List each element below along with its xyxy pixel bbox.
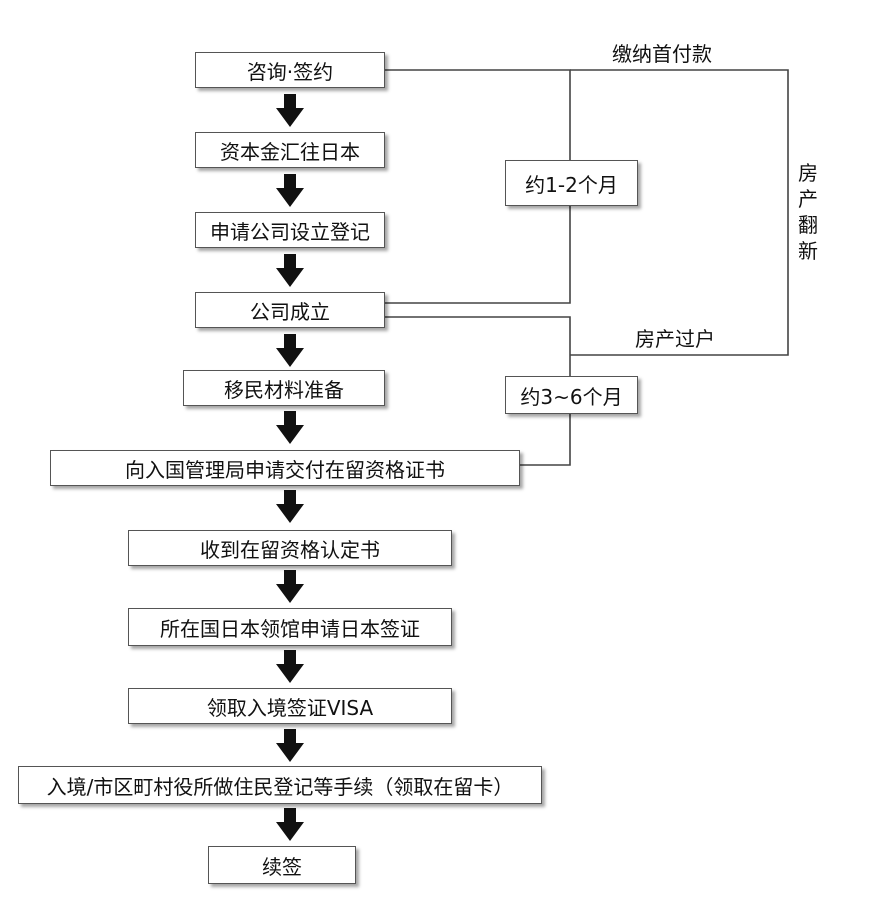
step-visa-application: 所在国日本领馆申请日本签证 (128, 608, 452, 646)
step-company-registration: 申请公司设立登记 (195, 212, 385, 248)
down-arrow-icon (276, 490, 304, 523)
duration-box-1: 约1-2个月 (505, 160, 638, 206)
flow-arrows (276, 94, 304, 841)
down-arrow-icon (276, 411, 304, 444)
down-arrow-icon (276, 650, 304, 683)
step-immigration-docs: 移民材料准备 (183, 370, 385, 406)
step-renewal: 续签 (208, 846, 356, 884)
step-receive-visa: 领取入境签证VISA (128, 688, 452, 724)
step-entry-registration: 入境/市区町村役所做住民登记等手续（领取在留卡） (18, 766, 542, 804)
step-coe-application: 向入国管理局申请交付在留资格证书 (50, 450, 520, 486)
property-bracket (570, 69, 789, 356)
down-arrow-icon (276, 254, 304, 287)
duration-box-2: 约3~6个月 (505, 376, 638, 414)
step-company-established: 公司成立 (195, 292, 385, 328)
step-receive-coe: 收到在留资格认定书 (128, 530, 452, 566)
down-arrow-icon (276, 334, 304, 367)
renovation-label: 房产翻新 (798, 161, 818, 263)
down-arrow-icon (276, 570, 304, 603)
down-arrow-icon (276, 729, 304, 762)
down-arrow-icon (276, 94, 304, 127)
down-arrow-icon (276, 808, 304, 841)
step-consult-sign: 咨询·签约 (195, 52, 385, 88)
down-arrow-icon (276, 174, 304, 207)
down-payment-label: 缴纳首付款 (612, 42, 712, 66)
step-capital-transfer: 资本金汇往日本 (195, 132, 385, 168)
property-transfer-label: 房产过户 (635, 327, 715, 351)
